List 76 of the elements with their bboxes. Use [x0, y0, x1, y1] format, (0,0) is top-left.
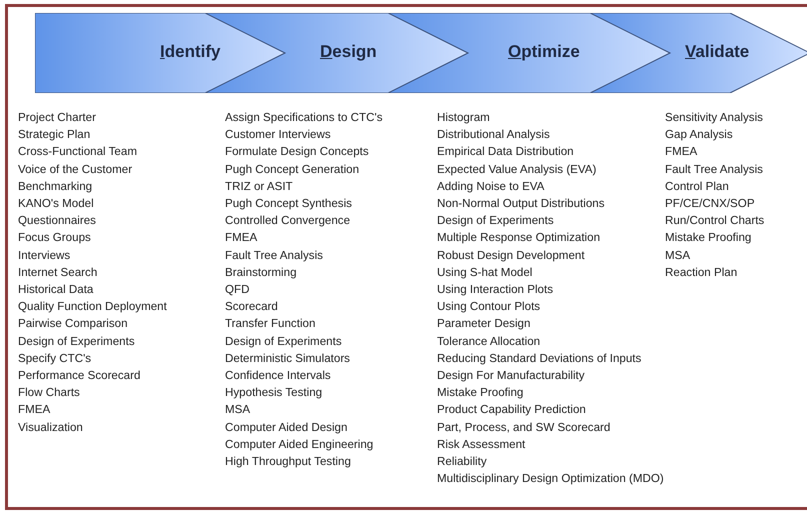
tool-list-item: Multidisciplinary Design Optimization (MDO) [437, 471, 664, 488]
tool-list-item: Reducing Standard Deviations of Inputs [437, 350, 642, 367]
tool-list-item: FMEA [665, 144, 698, 160]
tool-list-item: Cross-Functional Team [18, 144, 138, 160]
tool-list-item: Fault Tree Analysis [225, 248, 324, 264]
tool-list-item: Reliability [437, 454, 488, 470]
tool-list-item: Design of Experiments [225, 334, 343, 350]
tool-list-item: MSA [665, 248, 692, 264]
tool-list-item: Pairwise Comparison [18, 316, 129, 332]
tool-list-item: MSA [225, 402, 252, 418]
tool-list-item: Product Capability Prediction [437, 402, 587, 418]
tool-list-item: Project Charter [18, 110, 97, 126]
tool-list-item: Pugh Concept Generation [225, 162, 360, 178]
tool-list-item: Adding Noise to EVA [437, 178, 546, 195]
tool-list-item: Fault Tree Analysis [665, 162, 764, 178]
tool-list-item: Sensitivity Analysis [665, 110, 764, 126]
tool-list-item: Risk Assessment [437, 436, 526, 453]
phase-title: Optimize [508, 42, 580, 62]
tool-list-item: QFD [225, 282, 250, 298]
tool-list-item: Design of Experiments [18, 334, 136, 350]
tool-list-item: KANO's Model [18, 196, 95, 212]
tool-list-item: FMEA [225, 230, 258, 246]
tool-list-item: Questionnaires [18, 213, 97, 230]
tool-list-item: Quality Function Deployment [18, 299, 167, 316]
tool-list-item: Tolerance Allocation [437, 334, 542, 350]
tool-list-item: Robust Design Development [437, 248, 586, 264]
tool-list-item: Parameter Design [437, 316, 532, 332]
tool-list-item: Histogram [437, 110, 491, 126]
tool-list-item: Hypothesis Testing [225, 385, 324, 402]
tool-list-item: Interviews [18, 248, 72, 264]
tool-list-item: Assign Specifications to CTC's [225, 110, 383, 126]
tool-list-item: Focus Groups [18, 230, 92, 246]
tool-list-item: Design of Experiments [437, 213, 555, 230]
tool-list-item: Multiple Response Optimization [437, 230, 602, 246]
tool-list-item: Pugh Concept Synthesis [225, 196, 353, 212]
tool-list-item: Specify CTC's [18, 350, 92, 367]
tool-list-item: Non-Normal Output Distributions [437, 196, 606, 212]
tool-list-item: Control Plan [665, 178, 730, 195]
tool-list-item: Formulate Design Concepts [225, 144, 370, 160]
tool-list-item: Mistake Proofing [665, 230, 752, 246]
tool-list-item: High Throughput Testing [225, 454, 352, 470]
tool-list-item: Brainstorming [225, 264, 298, 281]
tool-list-item: Internet Search [18, 264, 98, 281]
tool-list-item: Computer Aided Design [225, 420, 348, 436]
tool-list-item: Strategic Plan [18, 127, 92, 144]
tool-list-item: Using Interaction Plots [437, 282, 554, 298]
phase-title: Validate [685, 42, 750, 62]
tool-list-item: Reaction Plan [665, 264, 738, 281]
tool-list-item: TRIZ or ASIT [225, 178, 294, 195]
tool-list-item: Expected Value Analysis (EVA) [437, 162, 598, 178]
tool-list-item: Design For Manufacturability [437, 368, 586, 384]
phase-title: Design [320, 42, 377, 62]
tool-list-item: Visualization [18, 420, 84, 436]
tool-list-item: Run/Control Charts [665, 213, 764, 230]
tool-list-item: Computer Aided Engineering [225, 436, 374, 453]
tool-list-item: Using Contour Plots [437, 299, 542, 316]
tool-list-item: FMEA [18, 402, 52, 418]
tool-list-item: Customer Interviews [225, 127, 332, 144]
phase-title: Identify [160, 42, 220, 62]
tool-list-item: Distributional Analysis [437, 127, 551, 144]
tool-list-item: Flow Charts [18, 385, 81, 402]
tool-list-item: Gap Analysis [665, 127, 734, 144]
tool-list-item: Historical Data [18, 282, 94, 298]
tool-list-item: Benchmarking [18, 178, 94, 195]
tool-list-item: Deterministic Simulators [225, 350, 351, 367]
tool-list-item: Voice of the Customer [18, 162, 134, 178]
tool-list-item: Transfer Function [225, 316, 316, 332]
tool-list-item: Confidence Intervals [225, 368, 332, 384]
tool-list-item: PF/CE/CNX/SOP [665, 196, 756, 212]
tool-list-item: Scorecard [225, 299, 279, 316]
tool-list-item: Performance Scorecard [18, 368, 142, 384]
tool-list-item: Empirical Data Distribution [437, 144, 575, 160]
tool-list-item: Mistake Proofing [437, 385, 524, 402]
tool-list-item: Using S-hat Model [437, 264, 534, 281]
tool-list-item: Controlled Convergence [225, 213, 352, 230]
tool-list-item: Part, Process, and SW Scorecard [437, 420, 612, 436]
